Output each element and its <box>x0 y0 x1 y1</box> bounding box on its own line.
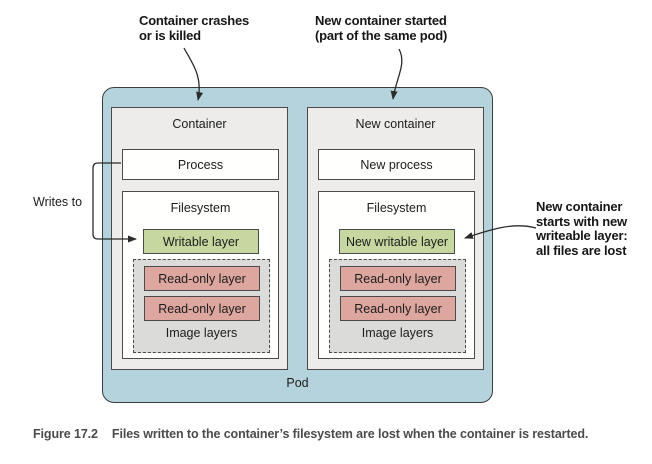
process-label: New process <box>360 157 433 172</box>
writable-layer-box: New writable layer <box>339 229 455 254</box>
annotation-container-crashes: Container crashes or is killed <box>139 13 249 43</box>
image-layers-box: Read-only layer Read-only layer Image la… <box>329 259 466 353</box>
container-box-old: Container Process Filesystem Writable la… <box>111 107 288 370</box>
process-box: Process <box>122 149 279 180</box>
filesystem-box: Filesystem Writable layer Read-only laye… <box>122 191 279 359</box>
annotation-line: writeable layer: <box>536 228 628 243</box>
annotation-line: Container crashes <box>139 13 250 28</box>
annotation-line: or is killed <box>139 28 201 43</box>
filesystem-box: Filesystem New writable layer Read-only … <box>318 191 475 359</box>
filesystem-title: Filesystem <box>170 201 231 215</box>
read-only-layer-box: Read-only layer <box>144 266 260 291</box>
read-only-layer-box: Read-only layer <box>340 296 456 321</box>
filesystem-title: Filesystem <box>366 201 427 215</box>
read-only-layer-label: Read-only layer <box>158 271 246 286</box>
writable-layer-label: New writable layer <box>345 234 449 249</box>
read-only-layer-label: Read-only layer <box>354 271 442 286</box>
writable-layer-box: Writable layer <box>143 229 259 254</box>
read-only-layer-label: Read-only layer <box>354 301 442 316</box>
annotation-line: (part of the same pod) <box>315 28 448 43</box>
annotation-new-writeable-layer: New container starts with new writeable … <box>536 199 628 258</box>
figure-caption: Figure 17.2 Files written to the containe… <box>33 427 588 441</box>
figure-number: Figure 17.2 <box>33 427 98 441</box>
writable-layer-label: Writable layer <box>162 234 240 249</box>
annotation-new-container-started: New container started (part of the same … <box>315 13 447 43</box>
process-label: Process <box>177 157 224 172</box>
read-only-layer-box: Read-only layer <box>144 296 260 321</box>
image-layers-label: Image layers <box>165 326 238 340</box>
pod-label: Pod <box>286 376 309 390</box>
figure-caption-text: Files written to the container’s filesys… <box>111 427 589 441</box>
image-layers-label: Image layers <box>361 326 434 340</box>
annotation-line: New container <box>536 199 623 214</box>
read-only-layer-box: Read-only layer <box>340 266 456 291</box>
annotation-line: all files are lost <box>536 242 627 258</box>
container-box-new: New container New process Filesystem New… <box>307 107 484 370</box>
annotation-line: New container started <box>315 13 447 28</box>
annotation-line: starts with new <box>536 213 627 229</box>
writes-to-label: Writes to <box>33 195 83 209</box>
container-title: Container <box>172 117 227 131</box>
read-only-layer-label: Read-only layer <box>158 301 246 316</box>
container-title: New container <box>355 117 436 131</box>
image-layers-box: Read-only layer Read-only layer Image la… <box>133 259 270 353</box>
process-box: New process <box>318 149 475 180</box>
